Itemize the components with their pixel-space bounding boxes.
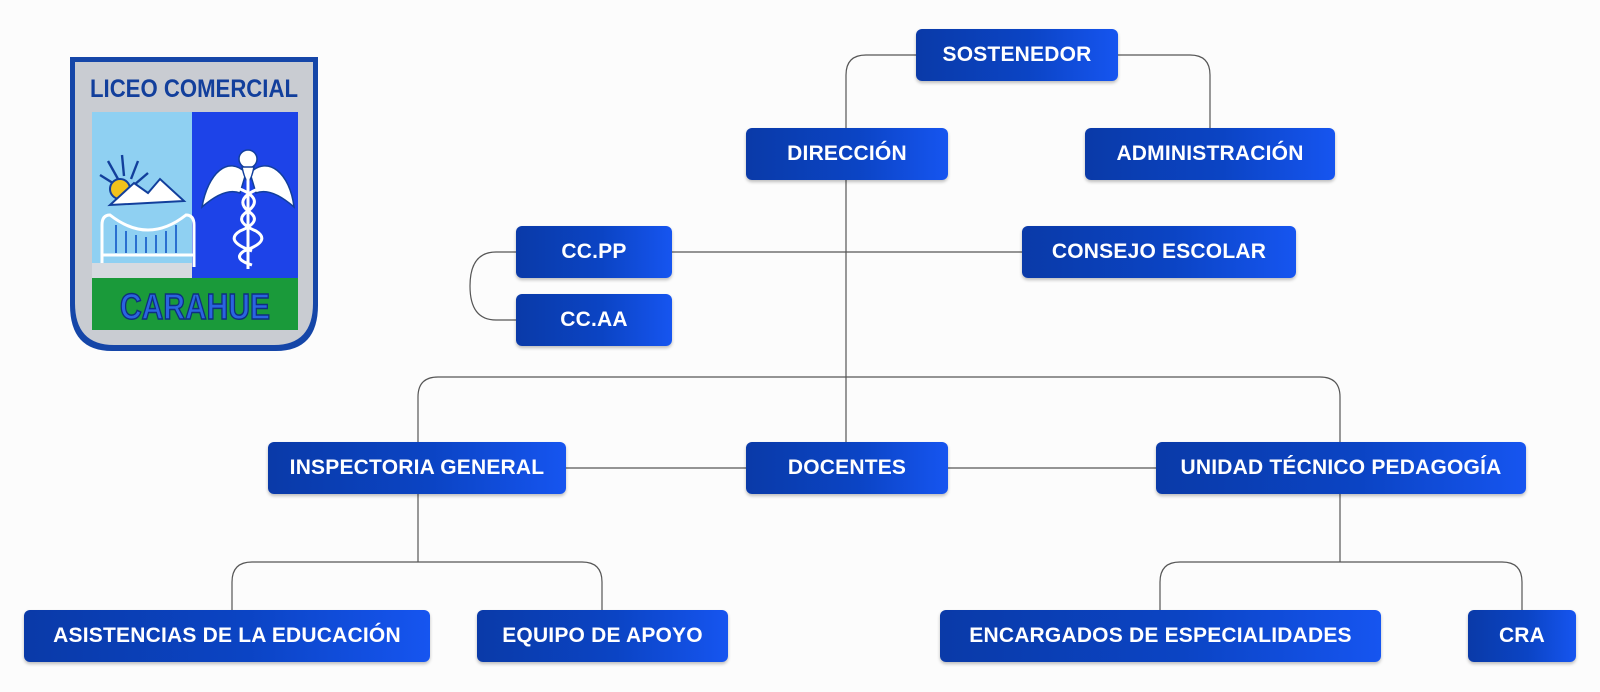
node-asistencias-educacion: ASISTENCIAS DE LA EDUCACIÓN [24, 610, 430, 662]
node-cra: CRA [1468, 610, 1576, 662]
node-sostenedor: SOSTENEDOR [916, 29, 1118, 81]
school-crest-logo: LICEO COMERCIAL CARAHUE [70, 57, 318, 351]
connector-to-apoyo [418, 561, 603, 610]
node-equipo-apoyo: EQUIPO DE APOYO [477, 610, 728, 662]
green-band [92, 278, 298, 330]
connector-to-cra [1340, 561, 1523, 610]
node-ccaa: CC.AA [516, 294, 672, 346]
node-administracion: ADMINISTRACIÓN [1085, 128, 1335, 180]
connector-branch-right [846, 376, 1341, 442]
node-inspectoria-general: INSPECTORIA GENERAL [268, 442, 566, 494]
connector-sostenedor-administracion [1118, 54, 1211, 128]
node-ccpp: CC.PP [516, 226, 672, 278]
node-encargados-especialidades: ENCARGADOS DE ESPECIALIDADES [940, 610, 1381, 662]
eagle-icon [200, 149, 295, 209]
node-unidad-tecnico-pedagogia: UNIDAD TÉCNICO PEDAGOGÍA [1156, 442, 1526, 494]
connector-branch-left [417, 376, 846, 442]
caduceus-icon [232, 175, 264, 269]
mountain-icon [107, 177, 187, 207]
connector-to-asistencias [231, 561, 418, 610]
bridge-icon [100, 213, 196, 267]
node-consejo-escolar: CONSEJO ESCOLAR [1022, 226, 1296, 278]
node-docentes: DOCENTES [746, 442, 948, 494]
connector-to-especialidades [1159, 561, 1340, 610]
connector-ccpp-ccaa [469, 251, 516, 321]
node-direccion: DIRECCIÓN [746, 128, 948, 180]
logo-town: CARAHUE [120, 286, 270, 327]
logo-title: LICEO COMERCIAL [90, 75, 298, 103]
connector-sostenedor-direccion [845, 54, 916, 128]
